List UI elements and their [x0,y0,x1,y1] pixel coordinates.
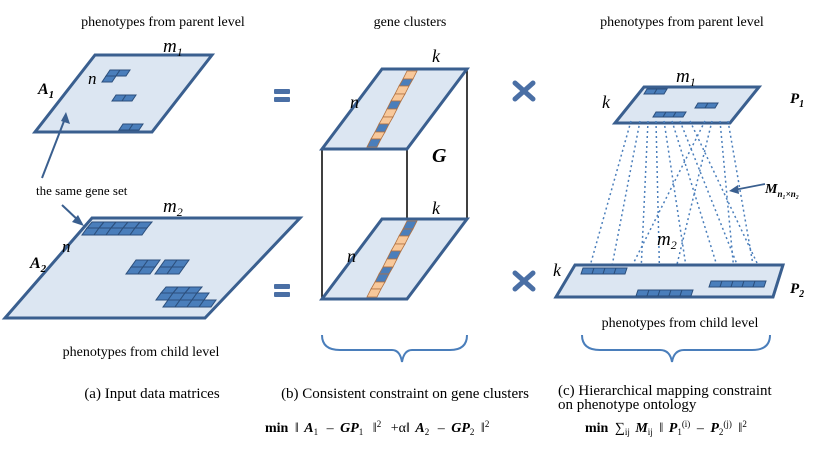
p1-m-label: m1 [676,66,696,89]
g-top-column [366,70,418,148]
p2-cell [679,289,694,297]
formula-b: min ‖ A1 – GP1 ‖2 +α‖ A2 – GP2 ‖2 [265,416,489,439]
panel-c-caption-line2: on phenotype ontology [558,397,697,413]
matrix-a2-cells [81,221,217,308]
panel-c: phenotypes from parent level m1 k P1 [553,15,804,413]
a1-label: A1 [37,81,54,101]
panel-c-top-label: phenotypes from parent level [600,15,764,30]
p1-cell [653,88,668,95]
arrowhead-icon [61,112,70,124]
a2-m-label: m2 [163,196,183,219]
mapping-lines [589,120,767,294]
a2-cell [137,266,156,275]
mapping-arrow [733,183,766,191]
equals-icon [274,89,290,102]
p2-cells [580,267,767,297]
equals-icon [274,284,290,297]
panel-c-bottom-label: phenotypes from child level [602,316,759,331]
p1-label: P1 [790,91,804,110]
p2-cell [613,267,628,275]
panel-b-caption: (b) Consistent constraint on gene cluste… [281,386,529,402]
times-icon [512,80,536,102]
p1-plane [611,85,763,125]
a1-cell [128,123,144,131]
a2-cell [129,227,148,236]
a2-n-label: n [62,237,71,256]
a2-label: A2 [29,255,47,275]
panel-a-caption: (a) Input data matrices [84,386,220,402]
formula-c: min ∑ij Mij ‖ P1(i) – P2(j) ‖2 [585,416,747,439]
a1-m-label: m1 [163,36,183,59]
g-bottom-n-label: n [347,246,356,266]
panel-a-bottom-label: phenotypes from child level [63,345,220,360]
g-bottom-column [366,220,418,298]
brace-panel-c [581,334,771,363]
p1-cells [643,88,719,118]
a1-cell [115,69,131,77]
g-top-k-label: k [432,46,441,66]
p2-cell [752,280,767,288]
brace-panel-b [321,334,468,363]
g-cell [366,138,382,148]
p2-label: P2 [790,281,804,300]
g-bottom-k-label: k [432,198,441,218]
times-icon [512,270,536,292]
mapping-label: Mn₁×n₂ [764,182,799,199]
panel-b-top-label: gene clusters [374,15,447,30]
p1-k-label: k [602,92,611,112]
matrix-a1-plane [31,53,216,134]
panel-c-caption-line1: (c) Hierarchical mapping constraint [558,383,772,399]
g-top-n-label: n [350,92,359,112]
p1-cell [672,111,687,118]
matrix-a1-cells [101,69,144,131]
a1-n-label: n [88,69,97,88]
p2-k-label: k [553,260,562,280]
p1-cell [704,102,719,109]
arrowhead-icon [729,185,739,194]
g-cell [366,288,382,298]
panel-b: gene clusters k n G [281,15,529,402]
same-gene-set-arrow-up [41,115,67,179]
a2-cell [166,266,185,275]
p2-m-label: m2 [657,229,677,252]
a2-cell [198,299,217,308]
a1-cell [121,94,137,102]
a1-cell [101,75,117,83]
panel-a-top-label: phenotypes from parent level [81,15,245,30]
g-label: G [432,145,447,167]
same-gene-set-label: the same gene set [36,183,128,198]
panel-a: phenotypes from parent level m1 n A1 the… [1,15,304,402]
arrowhead-icon [72,215,84,226]
